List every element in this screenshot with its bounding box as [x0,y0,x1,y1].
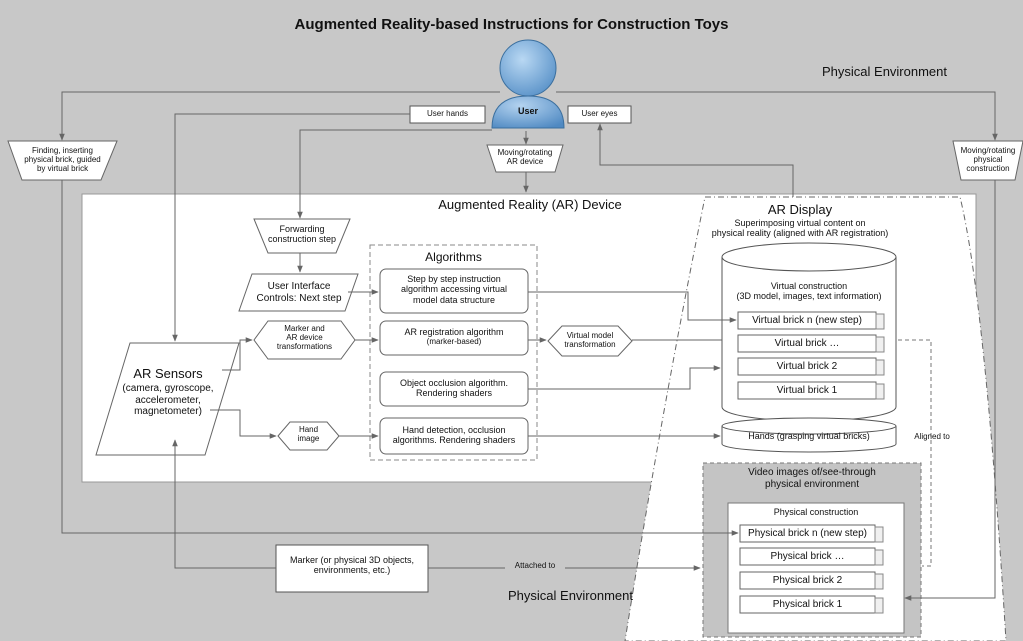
ui-controls-shape [238,273,359,312]
env-top-label: Physical Environment [822,64,947,79]
virtual-bricks [737,311,885,400]
user-eyes-box [567,105,632,124]
physical-bricks [739,524,884,614]
marker-box-label: Marker (or physical 3D objects,environme… [289,555,415,576]
device-title: Augmented Reality (AR) Device [438,197,622,212]
page-title: Augmented Reality-based Instructions for… [294,16,729,33]
aligned-to-connector [898,339,932,567]
env-bottom-label: Physical Environment [508,588,633,603]
user-label: User [517,106,538,116]
ar-sensors-details: (camera, gyroscope,accelerometer,magneto… [122,383,214,417]
algo-registration-label: AR registration algorithm(marker-based) [404,327,504,347]
physical-brick-2: Physical brick 2 [772,575,843,586]
marker-box [275,544,429,593]
algorithms-title: Algorithms [425,250,482,264]
attached-to-label: Attached to [505,561,565,571]
virtual-model-hex [547,325,633,357]
ar-sensors-shape [95,342,240,456]
physical-brick-dots: Physical brick … [770,551,845,562]
user-hands-label: User hands [427,109,468,118]
moving-construction-trapezoid [952,140,1023,181]
ar-display-title: AR Display [767,202,833,217]
finding-trapezoid [7,140,118,181]
aligned-to-label: Aligned to [914,432,950,441]
physical-brick-1: Physical brick 1 [772,599,843,610]
virtual-brick-1: Virtual brick 1 [776,385,838,396]
virtual-brick-2: Virtual brick 2 [776,361,838,372]
moving-device-trapezoid [486,144,564,173]
user-eyes-label: User eyes [581,109,618,118]
hands-cylinder [721,417,897,453]
virtual-brick-n: Virtual brick n (new step) [752,315,862,326]
virtual-construction-label: Virtual construction(3D model, images, t… [736,281,882,302]
physical-brick-n: Physical brick n (new step) [748,528,867,539]
virtual-brick-dots: Virtual brick … [774,338,840,349]
algo-registration-box [379,320,529,356]
physical-construction-title: Physical construction [773,507,859,517]
algorithms-box [369,244,538,461]
ar-sensors-title: AR Sensors [133,366,203,381]
user-figure [491,39,565,129]
algo-occlusion-label: Object occlusion algorithm.Rendering sha… [399,378,509,399]
forwarding-trapezoid [253,218,351,254]
hands-cylinder-label: Hands (grasping virtual bricks) [748,431,870,441]
algo-step-box [379,268,529,314]
